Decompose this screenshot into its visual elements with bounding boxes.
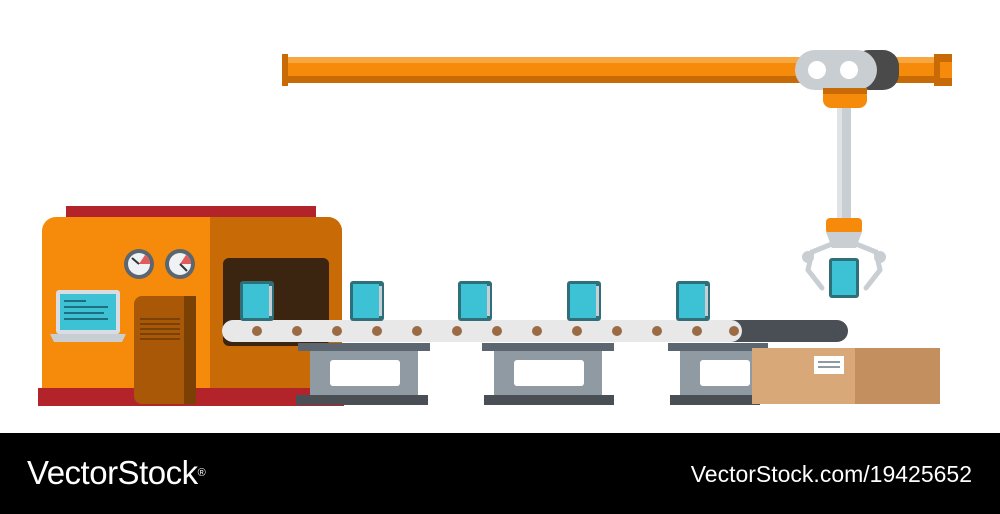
vectorstock-logo: VectorStock® bbox=[27, 451, 206, 495]
tablet-product bbox=[350, 281, 384, 321]
conveyor-stand bbox=[482, 343, 614, 405]
conveyor-belt bbox=[222, 320, 848, 342]
tablet-product bbox=[676, 281, 710, 321]
pressure-gauge bbox=[124, 249, 154, 279]
brand-registered-mark: ® bbox=[197, 467, 206, 479]
gantry-trolley bbox=[795, 50, 899, 108]
robotic-claw-arm bbox=[802, 108, 886, 298]
tablet-product bbox=[458, 281, 492, 321]
production-line-illustration bbox=[38, 50, 952, 406]
tablet-product bbox=[240, 281, 274, 321]
conveyor-stand bbox=[296, 343, 430, 405]
image-id: VectorStock.com/19425652 bbox=[690, 461, 972, 487]
laptop-monitor bbox=[50, 290, 126, 342]
brand-text: VectorStock bbox=[27, 454, 198, 491]
cardboard-box bbox=[752, 348, 940, 404]
door-vent bbox=[140, 318, 180, 340]
factory-machine bbox=[38, 206, 344, 406]
conveyor-stand bbox=[668, 343, 768, 405]
pressure-gauge bbox=[165, 249, 195, 279]
watermark-bar: VectorStock® VectorStock.com/19425652 bbox=[0, 433, 1000, 514]
tablet-product bbox=[567, 281, 601, 321]
belt-rollers bbox=[252, 326, 739, 336]
